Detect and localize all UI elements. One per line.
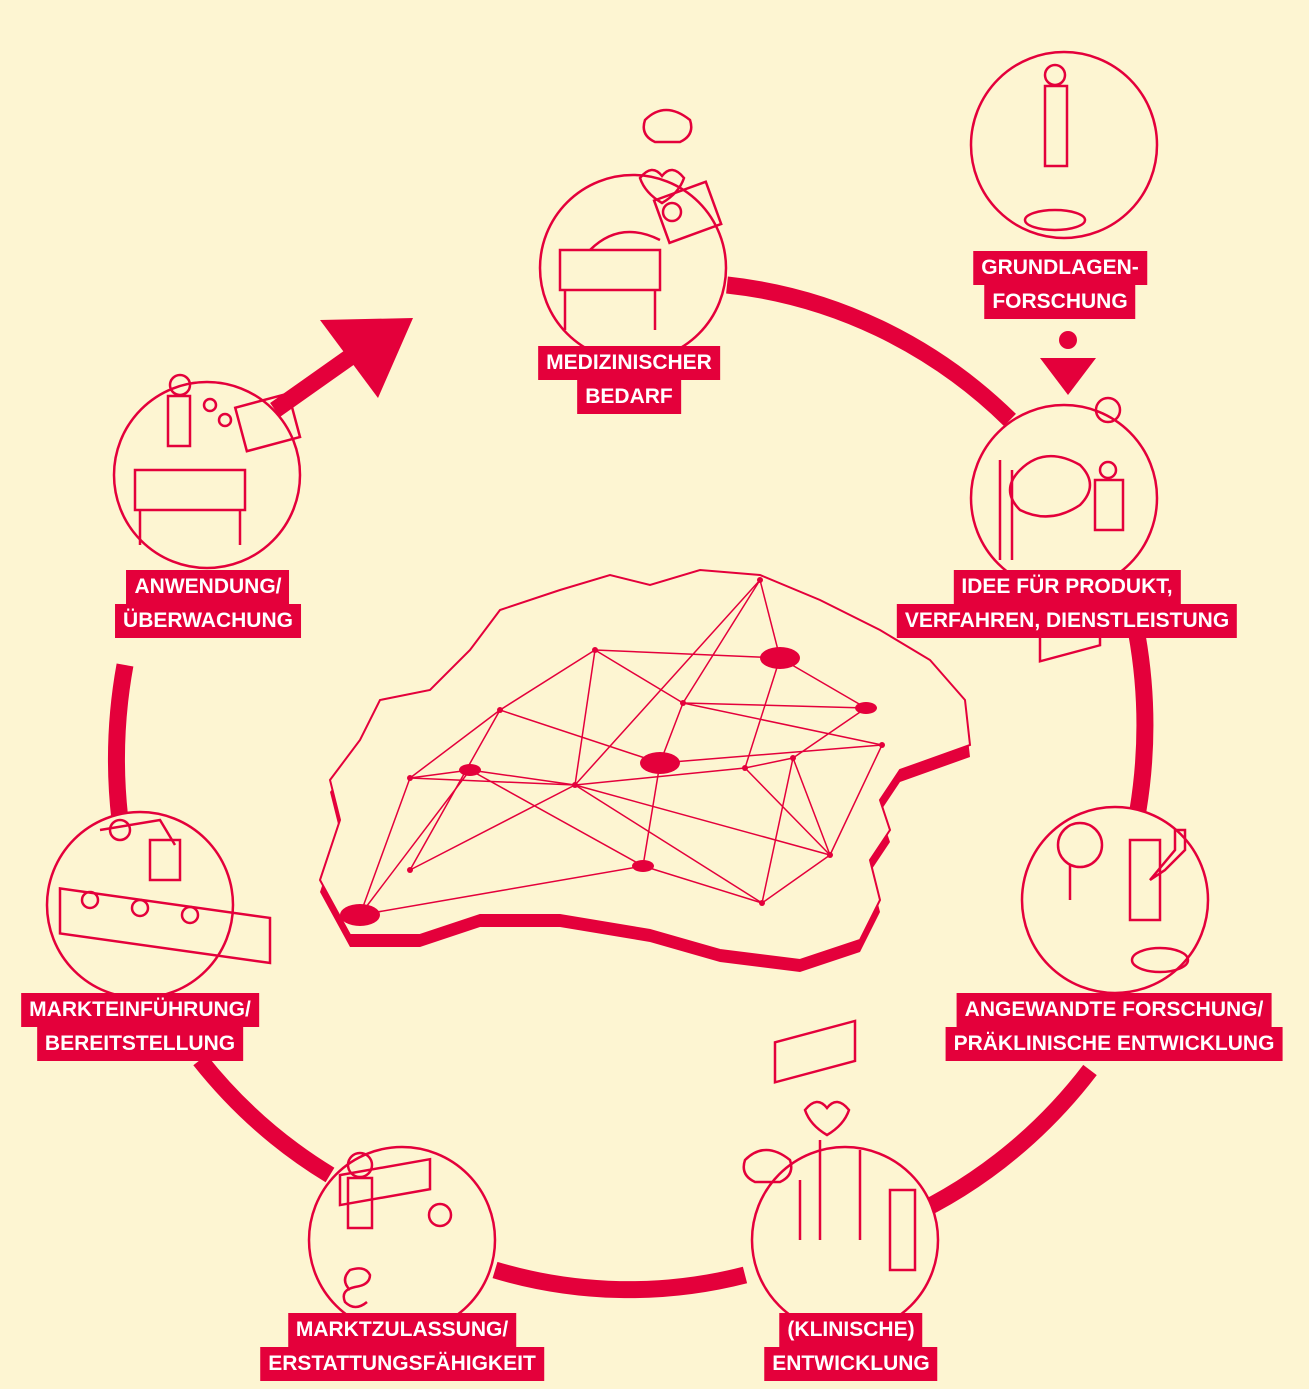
hospital-bed-icon bbox=[538, 108, 728, 363]
stage-label-angewandte-forschung: ANGEWANDTE FORSCHUNG/ PRÄKLINISCHE ENTWI… bbox=[945, 993, 1283, 1061]
researcher-screens-icon bbox=[969, 50, 1159, 240]
ring-segment-4 bbox=[492, 1261, 748, 1299]
legal-desk-icon bbox=[307, 1145, 497, 1335]
stage-label-line: BEREITSTELLUNG bbox=[36, 1027, 244, 1061]
stage-label-medizinischer-bedarf: MEDIZINISCHER BEDARF bbox=[538, 346, 720, 414]
patient-monitoring-icon bbox=[112, 373, 302, 570]
stage-label-line: ERSTATTUNGSFÄHIGKEIT bbox=[260, 1347, 544, 1381]
microscope-icon bbox=[1020, 613, 1210, 995]
stage-label-line: FORSCHUNG bbox=[984, 285, 1136, 319]
ring-segment-2 bbox=[1123, 608, 1154, 812]
stage-label-idee: IDEE FÜR PRODUKT, VERFAHREN, DIENSTLEIST… bbox=[896, 570, 1238, 638]
brain-idea-icon bbox=[969, 396, 1159, 593]
stage-label-line: ANWENDUNG/ bbox=[126, 570, 290, 604]
stage-label-markteinfuehrung: MARKTEINFÜHRUNG/ BEREITSTELLUNG bbox=[21, 993, 259, 1061]
stage-label-anwendung: ANWENDUNG/ ÜBERWACHUNG bbox=[115, 570, 301, 638]
state-network-map-icon bbox=[318, 568, 972, 972]
stage-label-klinische-entwicklung: (KLINISCHE) ENTWICKLUNG bbox=[764, 1313, 938, 1381]
stage-label-line: BEDARF bbox=[577, 380, 681, 414]
stage-label-marktzulassung: MARKTZULASSUNG/ ERSTATTUNGSFÄHIGKEIT bbox=[260, 1313, 544, 1381]
stage-label-line: MEDIZINISCHER bbox=[538, 346, 720, 380]
stage-label-line: MARKTZULASSUNG/ bbox=[287, 1313, 517, 1347]
ring-segment-6 bbox=[108, 663, 134, 821]
stage-label-line: MARKTEINFÜHRUNG/ bbox=[21, 993, 259, 1027]
stage-label-line: (KLINISCHE) bbox=[779, 1313, 923, 1347]
clinical-documents-icon bbox=[742, 1019, 940, 1335]
production-line-icon bbox=[45, 810, 272, 1000]
stage-label-line: PRÄKLINISCHE ENTWICKLUNG bbox=[945, 1027, 1283, 1061]
stage-label-line: IDEE FÜR PRODUKT, bbox=[953, 570, 1181, 604]
ring-segment-1 bbox=[726, 276, 1016, 427]
stage-label-line: VERFAHREN, DIENSTLEISTUNG bbox=[896, 604, 1238, 638]
stage-label-line: ENTWICKLUNG bbox=[764, 1347, 938, 1381]
stage-label-line: ANGEWANDTE FORSCHUNG/ bbox=[956, 993, 1272, 1027]
stage-label-grundlagenforschung: GRUNDLAGEN- FORSCHUNG bbox=[973, 251, 1147, 319]
ring-segment-5 bbox=[193, 1054, 335, 1183]
stage-label-line: ÜBERWACHUNG bbox=[115, 604, 301, 638]
stage-label-line: GRUNDLAGEN- bbox=[973, 251, 1147, 285]
cycle-arrow bbox=[270, 318, 413, 417]
network-nodes bbox=[340, 577, 885, 926]
grundlagen-connector bbox=[1040, 331, 1096, 395]
